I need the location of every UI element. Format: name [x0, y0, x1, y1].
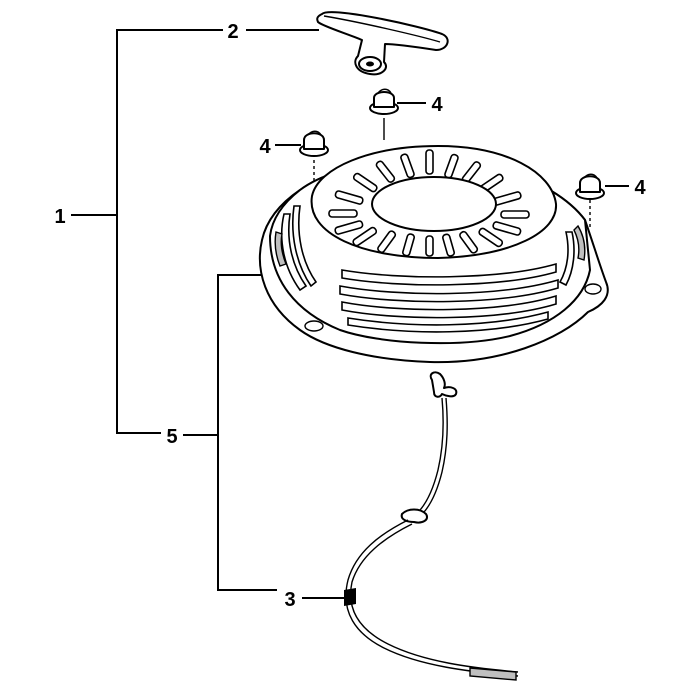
starter-rope [344, 371, 519, 681]
reel-bracket [217, 274, 277, 591]
callout-nut-right: 4 [634, 177, 646, 199]
recoil-housing [258, 145, 609, 364]
callout-nut-left: 4 [259, 136, 271, 158]
callout-labels: 2 1 5 3 4 4 4 [54, 21, 646, 611]
callout-rope: 3 [284, 589, 295, 611]
callout-nut-top: 4 [431, 94, 443, 116]
callout-grip: 2 [227, 21, 238, 43]
assembly-bracket [116, 29, 223, 434]
flange-nut-top [369, 88, 399, 115]
starter-grip [316, 11, 449, 76]
flange-nut-right [575, 173, 605, 200]
callout-assembly: 1 [54, 206, 65, 228]
callout-reel: 5 [166, 426, 177, 448]
flange-nut-left [299, 130, 329, 157]
side-vents [280, 205, 575, 333]
dome-vents [328, 149, 530, 257]
